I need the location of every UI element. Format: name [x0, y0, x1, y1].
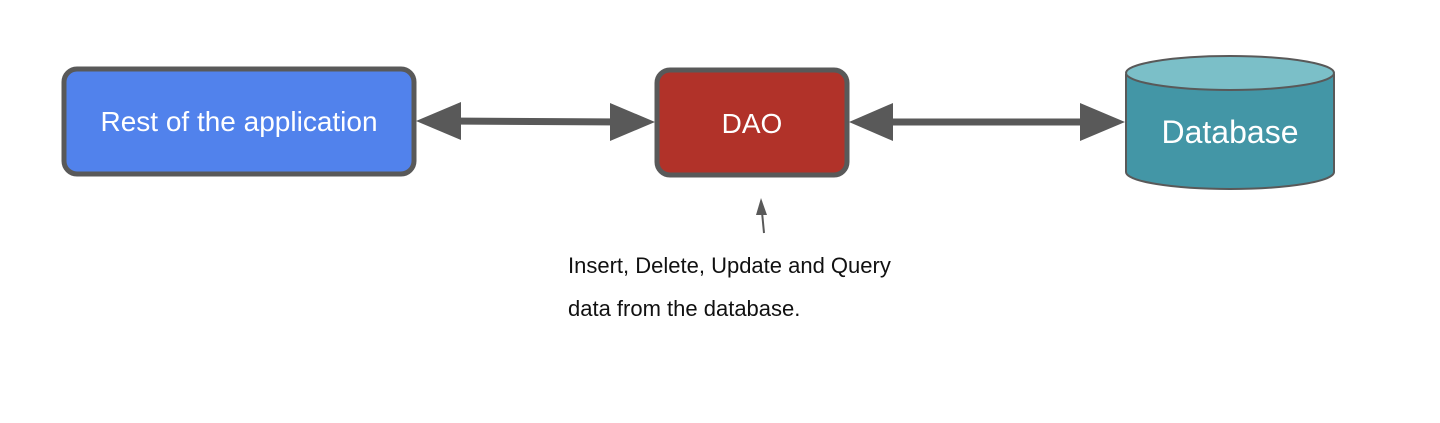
annotation-line-2: data from the database.: [568, 296, 801, 321]
node-database: Database: [1125, 55, 1335, 190]
edge-app-dao: [416, 102, 655, 141]
node-box: [654, 67, 850, 178]
pointer-arrowhead: [756, 198, 767, 215]
node-label: Rest of the application: [100, 106, 377, 137]
node-label: DAO: [722, 108, 783, 139]
annotation-line-1: Insert, Delete, Update and Query: [568, 253, 891, 278]
node-dao: DAO: [654, 67, 850, 178]
arrowhead-right: [1080, 103, 1125, 141]
arrowhead-left: [849, 103, 893, 141]
cylinder-body: [1125, 74, 1335, 190]
node-rest-of-application: Rest of the application: [61, 66, 417, 177]
node-label: Database: [1162, 114, 1299, 150]
node-box: [61, 66, 417, 177]
dao-annotation: Insert, Delete, Update and Query data fr…: [568, 244, 988, 330]
arrowhead-left: [416, 102, 461, 140]
arrowhead-right: [610, 103, 655, 141]
edge-dao-db: [849, 103, 1125, 141]
cylinder-top: [1125, 55, 1335, 91]
annotation-pointer: [756, 198, 767, 234]
